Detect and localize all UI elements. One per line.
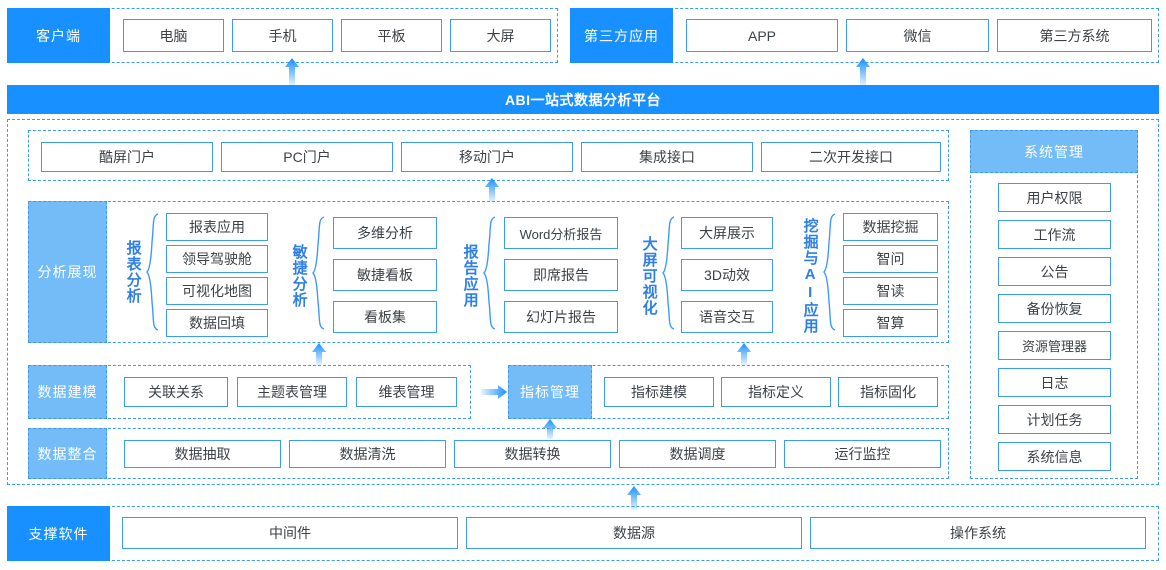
portal-item-3[interactable]: 集成接口 bbox=[581, 142, 753, 172]
system-item-0[interactable]: 用户权限 bbox=[998, 183, 1111, 212]
analysis-item-4-3[interactable]: 智算 bbox=[843, 309, 938, 337]
analysis-row-label: 分析展现 bbox=[28, 201, 107, 343]
third-party-item-0[interactable]: APP bbox=[686, 19, 838, 52]
analysis-item-3-1[interactable]: 3D动效 bbox=[681, 259, 773, 291]
curly-brace-icon-0 bbox=[146, 212, 160, 332]
curly-brace-icon-1 bbox=[312, 215, 326, 331]
analysis-group-caption-4: 挖掘与AI应用 bbox=[801, 218, 819, 334]
analysis-item-0-1[interactable]: 领导驾驶舱 bbox=[166, 245, 268, 273]
system-item-7[interactable]: 系统信息 bbox=[998, 442, 1111, 471]
client-item-0[interactable]: 电脑 bbox=[123, 19, 224, 52]
system-item-1[interactable]: 工作流 bbox=[998, 220, 1111, 249]
analysis-item-1-1[interactable]: 敏捷看板 bbox=[333, 259, 437, 291]
integration-item-1[interactable]: 数据清洗 bbox=[289, 440, 446, 468]
third-party-row-label: 第三方应用 bbox=[570, 8, 673, 63]
arrow-up-icon-portal bbox=[484, 178, 500, 202]
arrow-up-icon-metric bbox=[542, 419, 558, 439]
integration-item-0[interactable]: 数据抽取 bbox=[124, 440, 281, 468]
system-sidebar-label: 系统管理 bbox=[970, 130, 1138, 173]
integration-item-2[interactable]: 数据转换 bbox=[454, 440, 611, 468]
analysis-item-2-0[interactable]: Word分析报告 bbox=[504, 217, 618, 249]
integration-item-3[interactable]: 数据调度 bbox=[619, 440, 776, 468]
arrow-up-icon-analysis-right bbox=[736, 343, 752, 365]
arrow-up-icon-support bbox=[626, 486, 642, 510]
metric-item-1[interactable]: 指标定义 bbox=[721, 377, 831, 407]
analysis-group-caption-0: 报表分析 bbox=[124, 240, 142, 304]
support-item-2[interactable]: 操作系统 bbox=[810, 517, 1146, 549]
integration-item-4[interactable]: 运行监控 bbox=[784, 440, 941, 468]
portal-item-4[interactable]: 二次开发接口 bbox=[761, 142, 941, 172]
analysis-item-4-1[interactable]: 智问 bbox=[843, 245, 938, 273]
metric-item-2[interactable]: 指标固化 bbox=[838, 377, 938, 407]
analysis-item-0-0[interactable]: 报表应用 bbox=[166, 213, 268, 241]
support-item-1[interactable]: 数据源 bbox=[466, 517, 802, 549]
arrow-up-icon-third-party bbox=[855, 58, 871, 86]
curly-brace-icon-4 bbox=[823, 212, 837, 332]
portal-item-2[interactable]: 移动门户 bbox=[401, 142, 573, 172]
platform-title-bar: ABI一站式数据分析平台 bbox=[7, 85, 1159, 114]
modeling-item-2[interactable]: 维表管理 bbox=[356, 377, 457, 407]
analysis-item-3-2[interactable]: 语音交互 bbox=[681, 301, 773, 333]
system-item-6[interactable]: 计划任务 bbox=[998, 405, 1111, 434]
system-item-5[interactable]: 日志 bbox=[998, 368, 1111, 397]
analysis-item-2-2[interactable]: 幻灯片报告 bbox=[504, 301, 618, 333]
analysis-item-4-2[interactable]: 智读 bbox=[843, 277, 938, 305]
curly-brace-icon-3 bbox=[662, 215, 676, 331]
analysis-item-1-0[interactable]: 多维分析 bbox=[333, 217, 437, 249]
analysis-group-caption-1: 敏捷分析 bbox=[290, 244, 308, 308]
analysis-item-1-2[interactable]: 看板集 bbox=[333, 301, 437, 333]
analysis-item-0-2[interactable]: 可视化地图 bbox=[166, 277, 268, 305]
analysis-group-caption-3: 大屏可视化 bbox=[640, 236, 658, 316]
third-party-item-1[interactable]: 微信 bbox=[846, 19, 989, 52]
integration-row-label: 数据整合 bbox=[28, 428, 107, 479]
arrow-up-icon-analysis-left bbox=[311, 343, 327, 365]
arrow-right-icon-modeling bbox=[481, 384, 507, 400]
metric-item-0[interactable]: 指标建模 bbox=[604, 377, 714, 407]
curly-brace-icon-2 bbox=[483, 215, 497, 331]
analysis-item-4-0[interactable]: 数据挖掘 bbox=[843, 213, 938, 241]
analysis-item-0-3[interactable]: 数据回填 bbox=[166, 309, 268, 337]
system-item-3[interactable]: 备份恢复 bbox=[998, 294, 1111, 323]
client-item-2[interactable]: 平板 bbox=[341, 19, 442, 52]
arrow-up-icon-client bbox=[284, 58, 300, 86]
portal-item-0[interactable]: 酷屏门户 bbox=[41, 142, 213, 172]
analysis-group-caption-2: 报告应用 bbox=[461, 244, 479, 308]
client-item-1[interactable]: 手机 bbox=[232, 19, 333, 52]
analysis-item-2-1[interactable]: 即席报告 bbox=[504, 259, 618, 291]
client-item-3[interactable]: 大屏 bbox=[450, 19, 551, 52]
system-item-4[interactable]: 资源管理器 bbox=[998, 331, 1111, 360]
system-item-2[interactable]: 公告 bbox=[998, 257, 1111, 286]
platform-body-container bbox=[7, 119, 1159, 485]
client-row-label: 客户端 bbox=[7, 8, 110, 63]
third-party-item-2[interactable]: 第三方系统 bbox=[997, 19, 1152, 52]
support-row-label: 支撑软件 bbox=[7, 506, 110, 561]
analysis-item-3-0[interactable]: 大屏展示 bbox=[681, 217, 773, 249]
portal-item-1[interactable]: PC门户 bbox=[221, 142, 393, 172]
portal-row-container bbox=[28, 130, 949, 181]
modeling-item-1[interactable]: 主题表管理 bbox=[237, 377, 347, 407]
metric-management-label[interactable]: 指标管理 bbox=[508, 365, 592, 419]
modeling-row-label: 数据建模 bbox=[28, 365, 107, 419]
support-item-0[interactable]: 中间件 bbox=[122, 517, 458, 549]
modeling-item-0[interactable]: 关联关系 bbox=[124, 377, 228, 407]
